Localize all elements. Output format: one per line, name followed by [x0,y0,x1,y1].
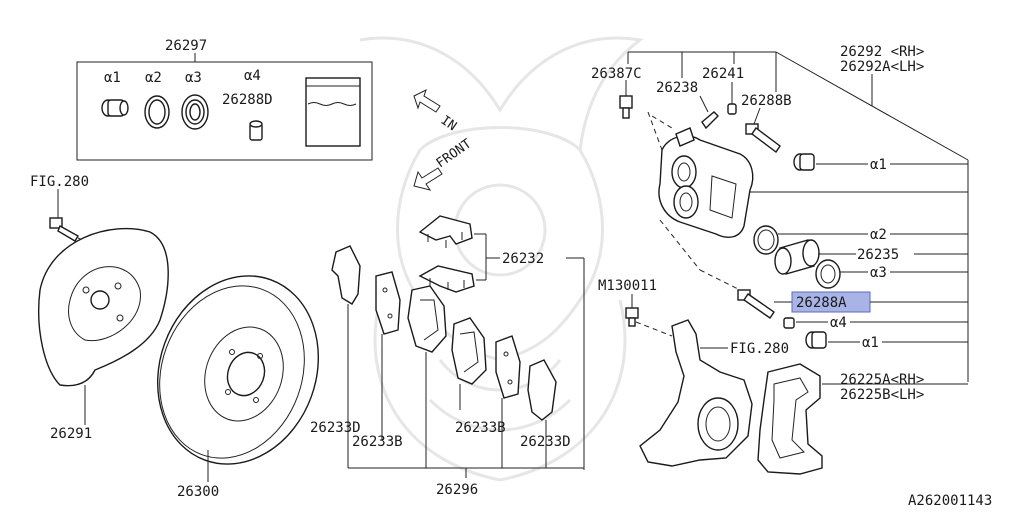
label-fig280-left[interactable]: FIG.280 [30,174,89,190]
disc-rotor-part[interactable] [132,253,344,487]
boot-a1-top-part[interactable] [793,153,815,171]
label-26233d-right[interactable]: 26233D [520,434,571,450]
label-26233b-right[interactable]: 26233B [455,420,506,436]
in-arrow-icon: IN [413,89,459,134]
pin-26288b-part[interactable] [745,123,781,154]
label-a2-right[interactable]: α2 [870,227,887,243]
pad-clip-upper-part[interactable] [418,215,473,248]
label-a1-bottom[interactable]: α1 [862,335,879,351]
label-26233b-left[interactable]: 26233B [352,434,403,450]
backing-plate-part[interactable] [38,228,169,387]
label-26292-rh[interactable]: 26292 <RH> [840,44,924,60]
label-fig280-right[interactable]: FIG.280 [730,341,789,357]
label-26225b-lh[interactable]: 26225B<LH> [840,387,924,403]
label-kit-a1[interactable]: α1 [104,70,121,86]
label-in-arrow[interactable]: IN [438,113,459,134]
label-front-arrow[interactable]: FRONT [434,136,475,171]
pin-a4-part[interactable] [249,120,263,141]
label-a4-right[interactable]: α4 [830,315,847,331]
caliper-bracket-part[interactable] [757,363,823,475]
pin-26288a-part[interactable] [737,289,775,319]
kit-26297-group: 26297 α1 α2 α3 α4 26288D [76,38,373,161]
caliper-body-part[interactable] [658,127,754,238]
direction-arrows: IN FRONT [413,89,475,191]
label-a1-top[interactable]: α1 [870,157,887,173]
label-26241[interactable]: 26241 [702,66,744,82]
label-26291[interactable]: 26291 [50,426,92,442]
label-26387c[interactable]: 26387C [591,66,642,82]
bolt-m130011-part[interactable] [625,307,639,327]
bolt-part[interactable] [49,217,79,242]
label-26235[interactable]: 26235 [857,247,899,263]
label-kit-a4[interactable]: α4 [244,68,261,84]
pin-a4-right-part[interactable] [783,317,795,329]
disc-rotor-group: 26300 [132,253,344,500]
label-a3-right[interactable]: α3 [870,265,887,281]
seal-a2-part[interactable] [144,95,170,129]
boot-a1-part[interactable] [101,99,129,117]
label-26225a-rh[interactable]: 26225A<RH> [840,372,924,388]
seal-a2-right-part[interactable] [753,225,779,255]
label-26292a-lh[interactable]: 26292A<LH> [840,59,924,75]
label-kit-a2[interactable]: α2 [145,70,162,86]
watermark-emblem [359,36,644,482]
shim-26233d-right-part[interactable] [527,359,557,421]
boot-a3-right-part[interactable] [815,259,841,289]
label-kit-26288d[interactable]: 26288D [222,92,273,108]
label-26288b[interactable]: 26288B [741,93,792,109]
shim-26233d-left-part[interactable] [331,245,361,305]
label-26233d-left[interactable]: 26233D [310,420,361,436]
shim-26233b-left-part[interactable] [375,271,401,335]
label-26300[interactable]: 26300 [177,484,219,500]
diagram-id: A262001143 [908,493,992,509]
backing-plate-group: FIG.280 26291 [30,174,169,442]
bleeder-26238-part[interactable] [701,111,719,130]
bolt-26387c-part[interactable] [619,95,633,119]
shim-26233b-right-part[interactable] [495,335,521,399]
label-26288a[interactable]: 26288A [796,295,847,311]
label-26296[interactable]: 26296 [436,482,478,498]
label-26232[interactable]: 26232 [502,251,544,267]
caliper-group: 26387C 26238 26241 26288B 26292 <RH> 262… [591,44,969,475]
pad-clip-lower-part[interactable] [418,265,475,293]
label-kit-a3[interactable]: α3 [185,70,202,86]
boot-a1-bottom-part[interactable] [805,331,827,349]
pads-group: 26232 [310,215,585,498]
label-m130011[interactable]: M130011 [598,278,657,294]
label-26297[interactable]: 26297 [165,38,207,54]
brake-pad-left-part[interactable] [407,285,447,353]
steering-knuckle-part[interactable] [639,319,753,467]
front-arrow-icon: FRONT [413,136,475,191]
boot-a3-part[interactable] [181,94,209,130]
grease-pack-part[interactable] [305,77,361,147]
cap-26241-part[interactable] [727,103,737,115]
brake-pad-right-part[interactable] [451,317,487,385]
kit-box [76,61,373,161]
label-26238[interactable]: 26238 [656,80,698,96]
piston-26235-part[interactable] [774,239,820,275]
